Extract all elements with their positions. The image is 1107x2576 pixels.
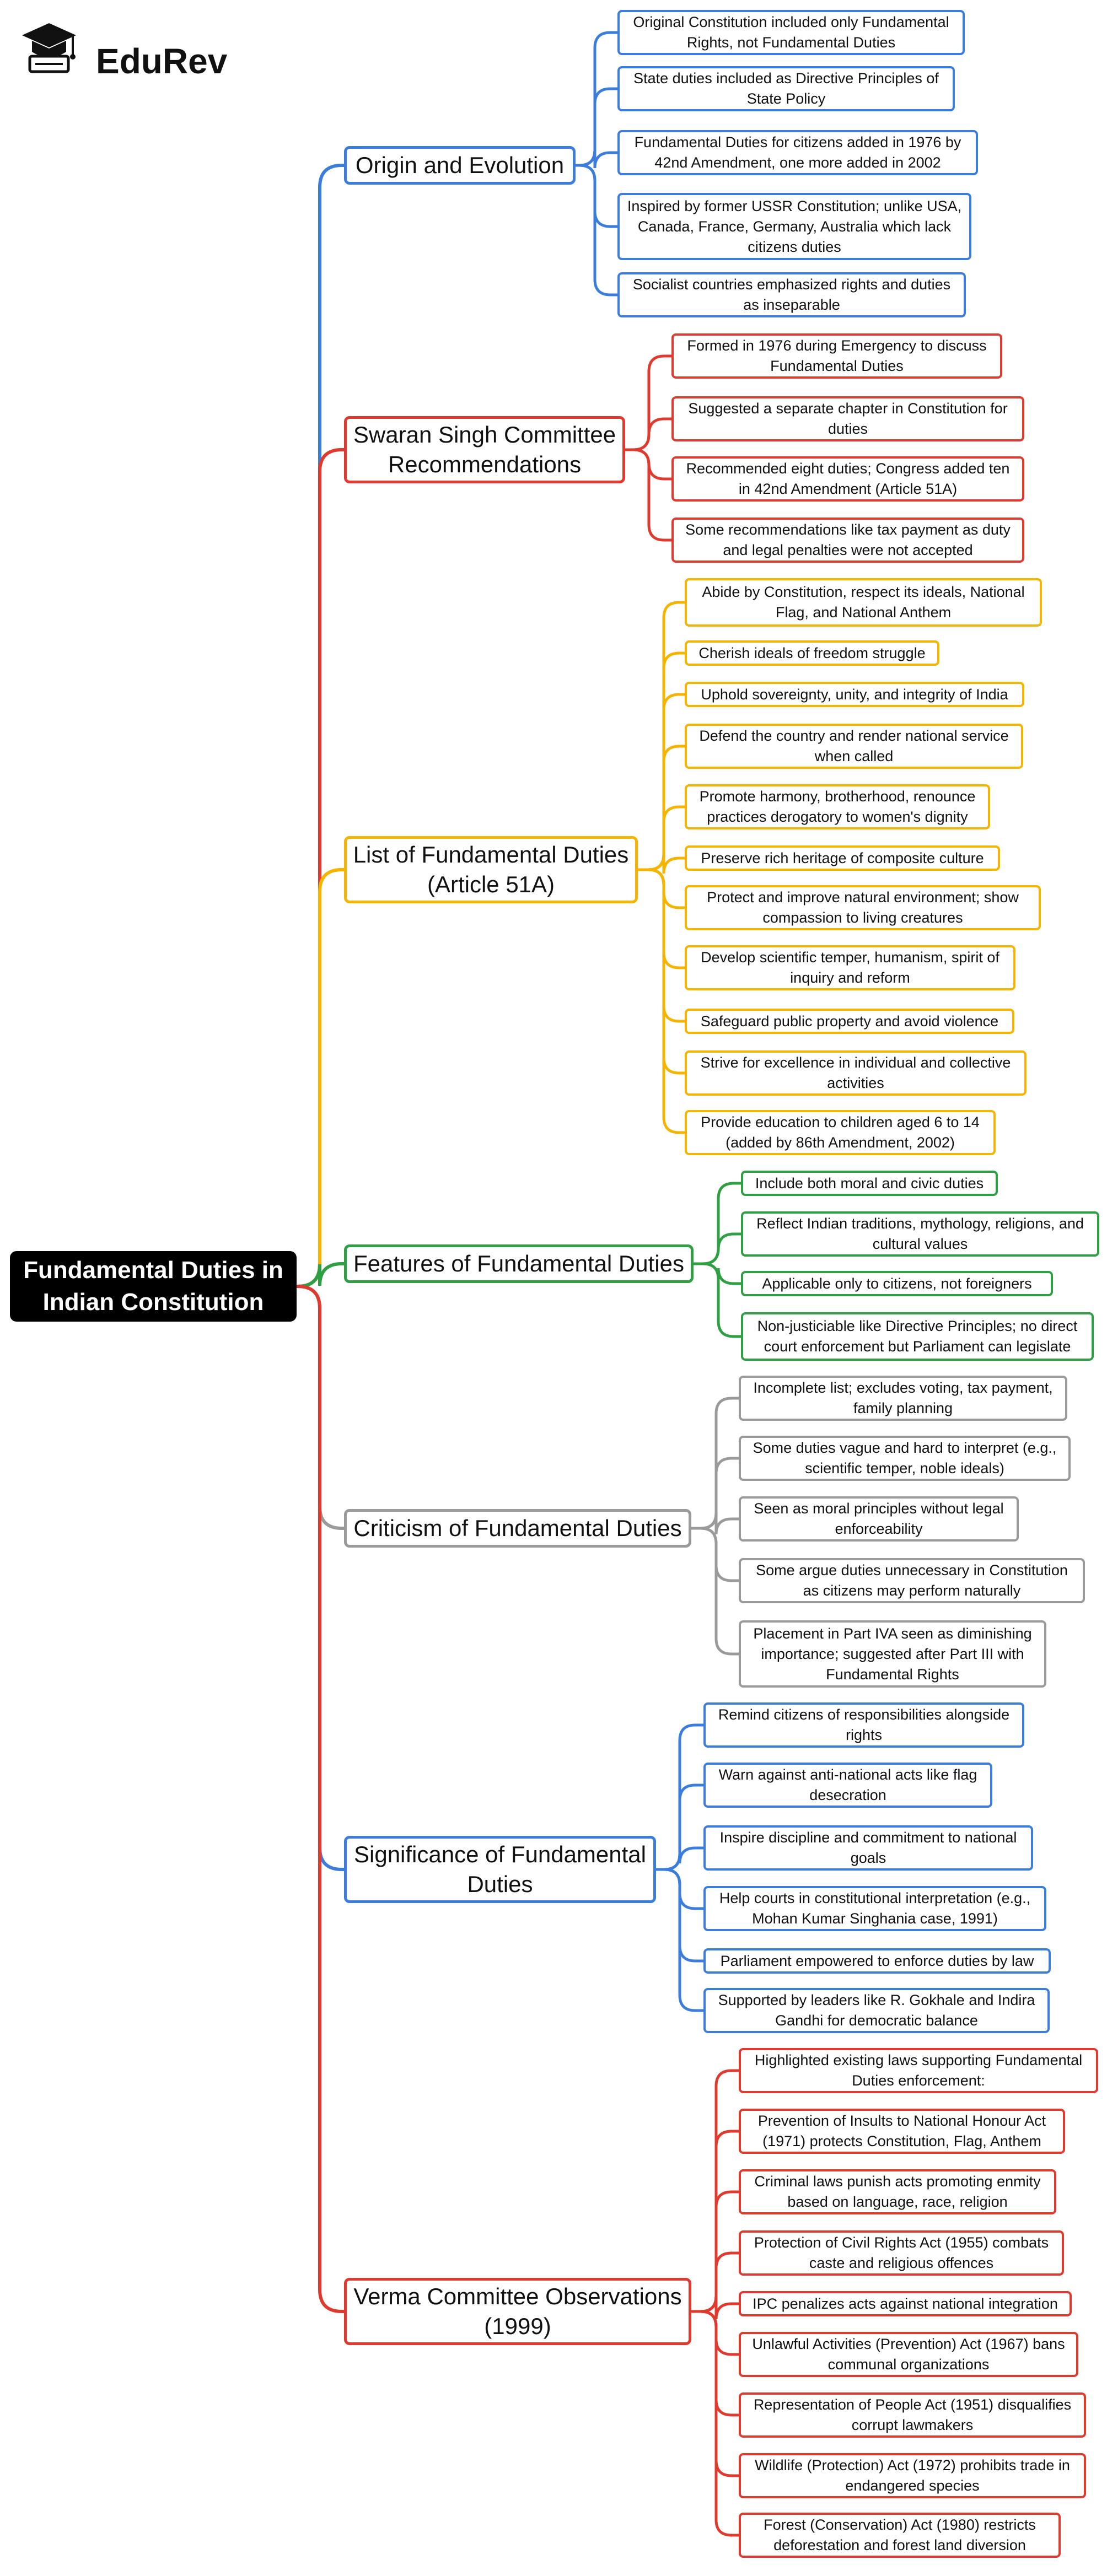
leaf-node: Promote harmony, brotherhood, renounce p… (685, 784, 990, 829)
leaf-node: Protect and improve natural environment;… (685, 885, 1041, 930)
leaf-node: Suggested a separate chapter in Constitu… (671, 396, 1024, 441)
leaf-connector (636, 868, 686, 1134)
leaf-node: Parliament empowered to enforce duties b… (703, 1948, 1051, 1974)
root-connector (295, 868, 346, 1288)
leaf-node: Prevention of Insults to National Honour… (739, 2109, 1065, 2154)
leaf-node: Forest (Conservation) Act (1980) restric… (739, 2513, 1061, 2558)
leaf-connector (690, 1512, 740, 1535)
leaf-node: Inspire discipline and commitment to nat… (703, 1825, 1033, 1871)
leaf-connector (636, 868, 686, 1023)
leaf-connector (574, 149, 619, 169)
leaf-node: Provide education to children aged 6 to … (685, 1110, 996, 1155)
leaf-node: Reflect Indian traditions, mythology, re… (741, 1211, 1099, 1257)
leaf-connector (624, 448, 673, 542)
leaf-node: Abide by Constitution, respect its ideal… (685, 578, 1042, 627)
leaf-node: Defend the country and render national s… (685, 724, 1023, 769)
leaf-node: Some argue duties unnecessary in Constit… (739, 1558, 1085, 1603)
leaf-node: Placement in Part IVA seen as diminishin… (739, 1620, 1046, 1688)
leaf-node: Formed in 1976 during Emergency to discu… (671, 333, 1002, 379)
leaf-node: Warn against anti-national acts like fla… (703, 1763, 992, 1808)
leaf-node: Strive for excellence in individual and … (685, 1050, 1027, 1096)
leaf-node: Unlawful Activities (Prevention) Act (19… (739, 2332, 1078, 2377)
root-connector (295, 1285, 346, 2313)
leaf-node: State duties included as Directive Princ… (617, 66, 955, 111)
leaf-connector (636, 868, 686, 969)
branch-node: Significance of Fundamental Duties (344, 1836, 656, 1903)
leaf-connector (690, 2295, 740, 2320)
edurev-logo: EduRev (19, 17, 227, 81)
leaf-connector (690, 1527, 740, 1656)
leaf-connector (692, 1232, 743, 1265)
leaf-node: Representation of People Act (1951) disq… (739, 2392, 1086, 2438)
leaf-connector (636, 601, 686, 871)
leaf-node: Safeguard public property and avoid viol… (685, 1009, 1014, 1034)
branch-node: Features of Fundamental Duties (344, 1244, 694, 1283)
leaf-node: Remind citizens of responsibilities alon… (703, 1702, 1024, 1748)
branch-node: Criticism of Fundamental Duties (344, 1509, 691, 1548)
leaf-node: Criminal laws punish acts promoting enmi… (739, 2169, 1056, 2214)
leaf-node: Develop scientific temper, humanism, spi… (685, 945, 1015, 990)
leaf-connector (654, 1868, 705, 2012)
leaf-node: Incomplete list; excludes voting, tax pa… (739, 1376, 1067, 1421)
leaf-connector (654, 1846, 705, 1871)
leaf-connector (636, 868, 686, 1075)
branch-node: List of Fundamental Duties (Article 51A) (344, 836, 638, 903)
leaf-node: Inspired by former USSR Constitution; un… (617, 193, 971, 260)
leaf-node: Fundamental Duties for citizens added in… (617, 130, 978, 175)
leaf-connector (636, 854, 686, 874)
branch-node: Verma Committee Observations (1999) (344, 2278, 691, 2345)
leaf-node: Include both moral and civic duties (741, 1171, 998, 1196)
leaf-node: IPC penalizes acts against national inte… (739, 2291, 1072, 2316)
leaf-connector (636, 651, 686, 871)
leaf-connector (692, 1262, 743, 1338)
root-topic: Fundamental Duties in Indian Constitutio… (10, 1251, 297, 1322)
leaf-connector (690, 2310, 740, 2537)
logo-text: EduRev (96, 41, 228, 81)
branch-node: Swaran Singh Committee Recommendations (344, 416, 625, 483)
leaf-node: Some duties vague and hard to interpret … (739, 1436, 1071, 1481)
leaf-node: Help courts in constitutional interpreta… (703, 1886, 1046, 1931)
leaf-connector (574, 164, 619, 297)
leaf-node: Socialist countries emphasized rights an… (617, 272, 966, 317)
leaf-node: Protection of Civil Rights Act (1955) co… (739, 2230, 1064, 2276)
leaf-connector (636, 693, 686, 871)
leaf-node: Highlighted existing laws supporting Fun… (739, 2048, 1098, 2093)
leaf-node: Cherish ideals of freedom struggle (685, 640, 939, 666)
leaf-node: Preserve rich heritage of composite cult… (685, 845, 1000, 871)
leaf-node: Supported by leaders like R. Gokhale and… (703, 1988, 1050, 2033)
leaf-node: Seen as moral principles without legal e… (739, 1496, 1019, 1542)
leaf-node: Original Constitution included only Fund… (617, 10, 965, 55)
leaf-connector (636, 805, 686, 871)
leaf-connector (574, 164, 619, 228)
branch-node: Origin and Evolution (344, 146, 576, 185)
leaf-node: Wildlife (Protection) Act (1972) prohibi… (739, 2453, 1086, 2498)
leaf-node: Some recommendations like tax payment as… (671, 518, 1024, 563)
graduation-cap-icon (22, 23, 76, 73)
leaf-node: Recommended eight duties; Congress added… (671, 456, 1024, 502)
leaf-node: Non-justiciable like Directive Principle… (741, 1312, 1094, 1361)
leaf-node: Applicable only to citizens, not foreign… (741, 1271, 1053, 1296)
leaf-node: Uphold sovereignty, unity, and integrity… (685, 682, 1024, 707)
root-connector (295, 1262, 346, 1288)
